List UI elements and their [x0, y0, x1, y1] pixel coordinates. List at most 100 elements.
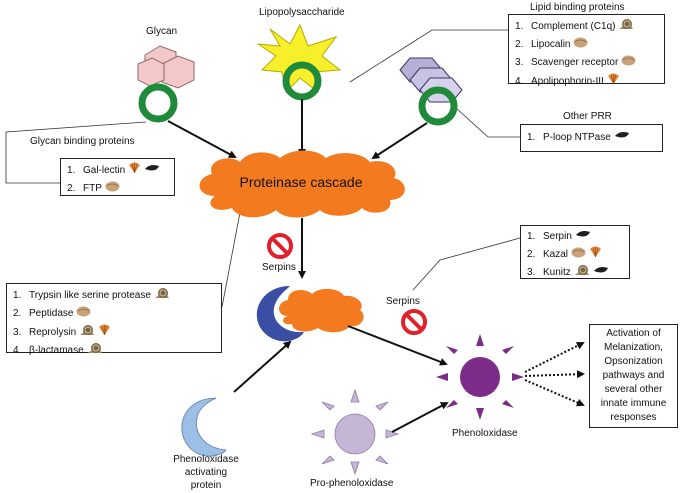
list-number: 3. [527, 267, 536, 278]
ppa-line: Phenoloxidase [173, 454, 239, 465]
clam-icon [571, 246, 586, 264]
receptor-rings [138, 61, 458, 126]
lipopolysaccharide-star [257, 23, 342, 94]
list-item: 2. FTP [67, 180, 168, 198]
clam-icon [105, 180, 120, 198]
list-text: Apolipophorin-III [531, 75, 604, 87]
ppa-protein-label: Phenoloxidase activating protein [166, 453, 246, 492]
list-text: Kunitz [543, 267, 571, 278]
other-prr-list: 1.P-loop NTPase [527, 130, 656, 146]
lipid-binding-box: 1. Complement (C1q) 2. Lipocalin 3. Scavenger… [508, 14, 665, 87]
ppa-line: activating [184, 467, 228, 478]
list-number: 2. [527, 248, 536, 260]
list-number: 1. [515, 21, 524, 32]
phenoloxidase-label: Phenoloxidase [452, 428, 518, 439]
list-text: Reprolysin [29, 326, 77, 338]
inhibitor-box: 1. Serpin 2. Kazal 3. Kunitz [520, 225, 630, 279]
list-item: 1. Complement (C1q) [515, 18, 658, 36]
arrow-pro-to-po [391, 402, 449, 433]
scallop-icon [607, 72, 620, 91]
list-item: 1. Serpin [527, 229, 623, 245]
scallop-icon [98, 323, 111, 342]
list-text: FTP [83, 183, 102, 194]
other-prr-title: Other PRR [563, 111, 612, 122]
other-prr-box: 1.P-loop NTPase [520, 124, 663, 152]
list-text: Trypsin like serine protease [29, 290, 151, 301]
activation-line: innate immune [600, 398, 667, 409]
protease-list: 1. Trypsin like serine protease 2. Peptidas… [13, 287, 215, 360]
clam-icon [621, 54, 636, 72]
list-text: P-loop NTPase [543, 132, 611, 143]
dotted-arrows [524, 342, 585, 407]
mussel-icon [144, 163, 160, 179]
scallop-icon [589, 245, 602, 264]
glycan-label: Glycan [146, 26, 178, 37]
arrow-to-phenoloxidase [347, 325, 448, 366]
list-text: Gal-lectin [83, 164, 126, 176]
snail-icon [618, 18, 634, 36]
list-item: 4. β-lactamase [13, 342, 215, 360]
list-text: β-lactamase [29, 345, 84, 356]
glycan-binding-box: 1. Gal-lectin 2. FTP [60, 158, 175, 196]
serpins-label-2: Serpins [386, 296, 420, 307]
list-number: 2. [515, 39, 524, 50]
crescent-dark [256, 286, 304, 342]
list-item: 1.P-loop NTPase [527, 130, 656, 146]
list-text: Peptidase [29, 308, 74, 319]
list-number: 2. [67, 183, 76, 194]
list-number: 1. [67, 164, 76, 176]
proteinase-cascade-cloud [199, 150, 405, 218]
lipid-binding-list: 1. Complement (C1q) 2. Lipocalin 3. Scavenger… [515, 18, 658, 91]
list-number: 3. [515, 57, 524, 68]
mussel-icon [593, 265, 609, 281]
list-text: Kazal [543, 248, 569, 260]
list-item: 2. Kazal [527, 245, 623, 264]
activation-box: Activation of Melanization, Opsonization… [589, 324, 678, 428]
snail-icon [87, 342, 103, 360]
clam-icon [573, 36, 588, 54]
glycan-binding-title: Glycan binding proteins [30, 136, 135, 147]
activation-line: Melanization, [604, 342, 663, 353]
scallop-icon [128, 161, 141, 180]
list-number: 1. [13, 290, 22, 301]
list-number: 4. [13, 345, 22, 356]
glycan-binding-list: 1. Gal-lectin 2. FTP [67, 161, 168, 198]
crescent-light [181, 397, 227, 457]
list-item: 2. Peptidase [13, 305, 215, 323]
serpins-label-1: Serpins [262, 262, 296, 273]
list-text: Lipocalin [531, 39, 571, 50]
arrow-activation [233, 340, 292, 393]
lipopolysaccharide-label: Lipopolysaccharide [259, 7, 345, 18]
activation-line: responses [610, 412, 657, 423]
no-sign-1 [267, 233, 293, 259]
activation-line: several other [604, 384, 663, 395]
list-item: 3. Scavenger receptor [515, 54, 658, 72]
list-number: 4. [515, 75, 524, 87]
list-item: 2. Lipocalin [515, 36, 658, 54]
snail-icon [79, 324, 95, 342]
list-item: 1. Trypsin like serine protease [13, 287, 215, 305]
list-number: 1. [527, 231, 536, 242]
protease-box: 1. Trypsin like serine protease 2. Peptidas… [6, 283, 222, 356]
inhibitor-list: 1. Serpin 2. Kazal 3. Kunitz [527, 229, 623, 282]
pro-phenoloxidase-sun [310, 388, 400, 476]
glycan-shape [137, 45, 195, 89]
list-item: 1. Gal-lectin [67, 161, 168, 180]
list-item: 3. Kunitz [527, 264, 623, 282]
phenoloxidase-sun [436, 334, 524, 420]
activation-line: Opsonization [604, 356, 663, 367]
list-text: Serpin [543, 231, 572, 242]
activation-line: pathways and [602, 370, 665, 381]
arrows-to-cascade [167, 99, 428, 160]
no-sign-2 [401, 309, 427, 335]
snail-icon [574, 264, 590, 282]
list-text: Complement (C1q) [531, 21, 616, 32]
list-item: 3.Reprolysin [13, 323, 215, 342]
pro-phenoloxidase-label: Pro-phenoloxidase [310, 478, 394, 489]
list-text: Scavenger receptor [531, 57, 619, 68]
list-item: 4. Apolipophorin-III [515, 72, 658, 91]
mussel-icon [614, 130, 630, 146]
list-number: 2. [13, 308, 22, 319]
activation-line: Activation of [606, 328, 661, 339]
